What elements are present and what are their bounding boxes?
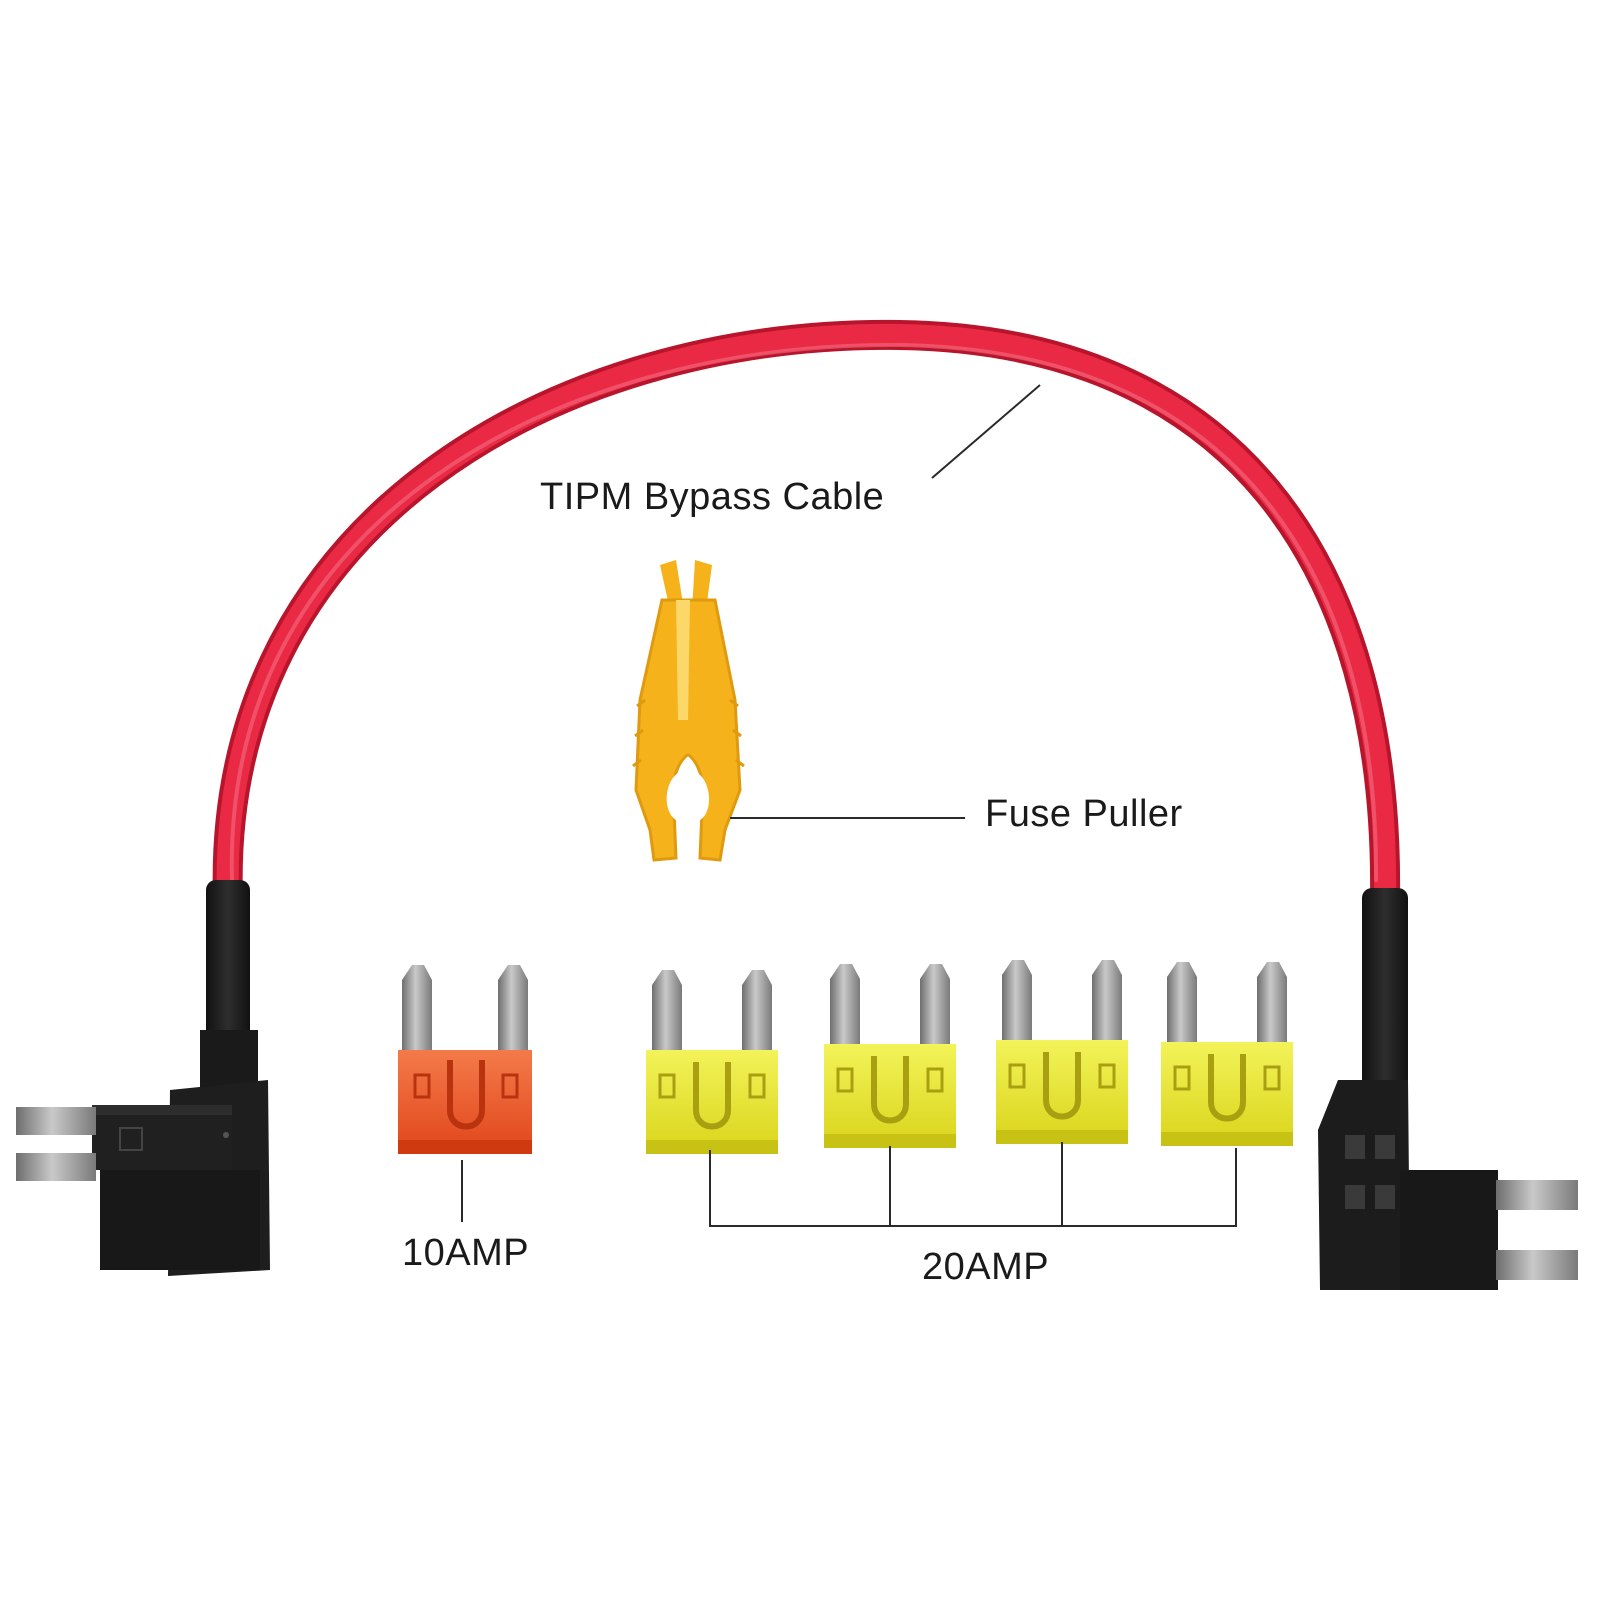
fuse-20a-label: 20AMP — [922, 1246, 1050, 1288]
right-heatshrink-sleeve — [1362, 888, 1408, 1118]
bypass-cable — [212, 319, 1401, 915]
leader-lines — [461, 384, 1237, 1227]
fuse-20a-bracket — [709, 1142, 1237, 1227]
cable-leader-line — [931, 384, 1041, 479]
fuse-20a-2 — [824, 964, 956, 1148]
left-fuse-tap — [16, 880, 270, 1276]
right-blade-top — [1496, 1180, 1578, 1210]
left-blade-bottom — [16, 1153, 96, 1181]
right-blade-bottom — [1496, 1250, 1578, 1280]
fuse-10a-label: 10AMP — [402, 1232, 530, 1274]
fuse-puller-graphic — [632, 560, 745, 862]
cable-label: TIPM Bypass Cable — [540, 476, 885, 518]
fuse-20a-4 — [1161, 962, 1293, 1146]
fuse-puller-label: Fuse Puller — [985, 793, 1183, 835]
cable-wire — [212, 319, 1401, 915]
right-fuse-tap — [1318, 888, 1578, 1290]
fuse-20a-3 — [996, 960, 1128, 1144]
left-blade-top — [16, 1107, 96, 1135]
fuse-10a — [398, 965, 532, 1154]
fuse-20a-1 — [646, 970, 778, 1154]
left-heatshrink-sleeve — [206, 880, 250, 1040]
